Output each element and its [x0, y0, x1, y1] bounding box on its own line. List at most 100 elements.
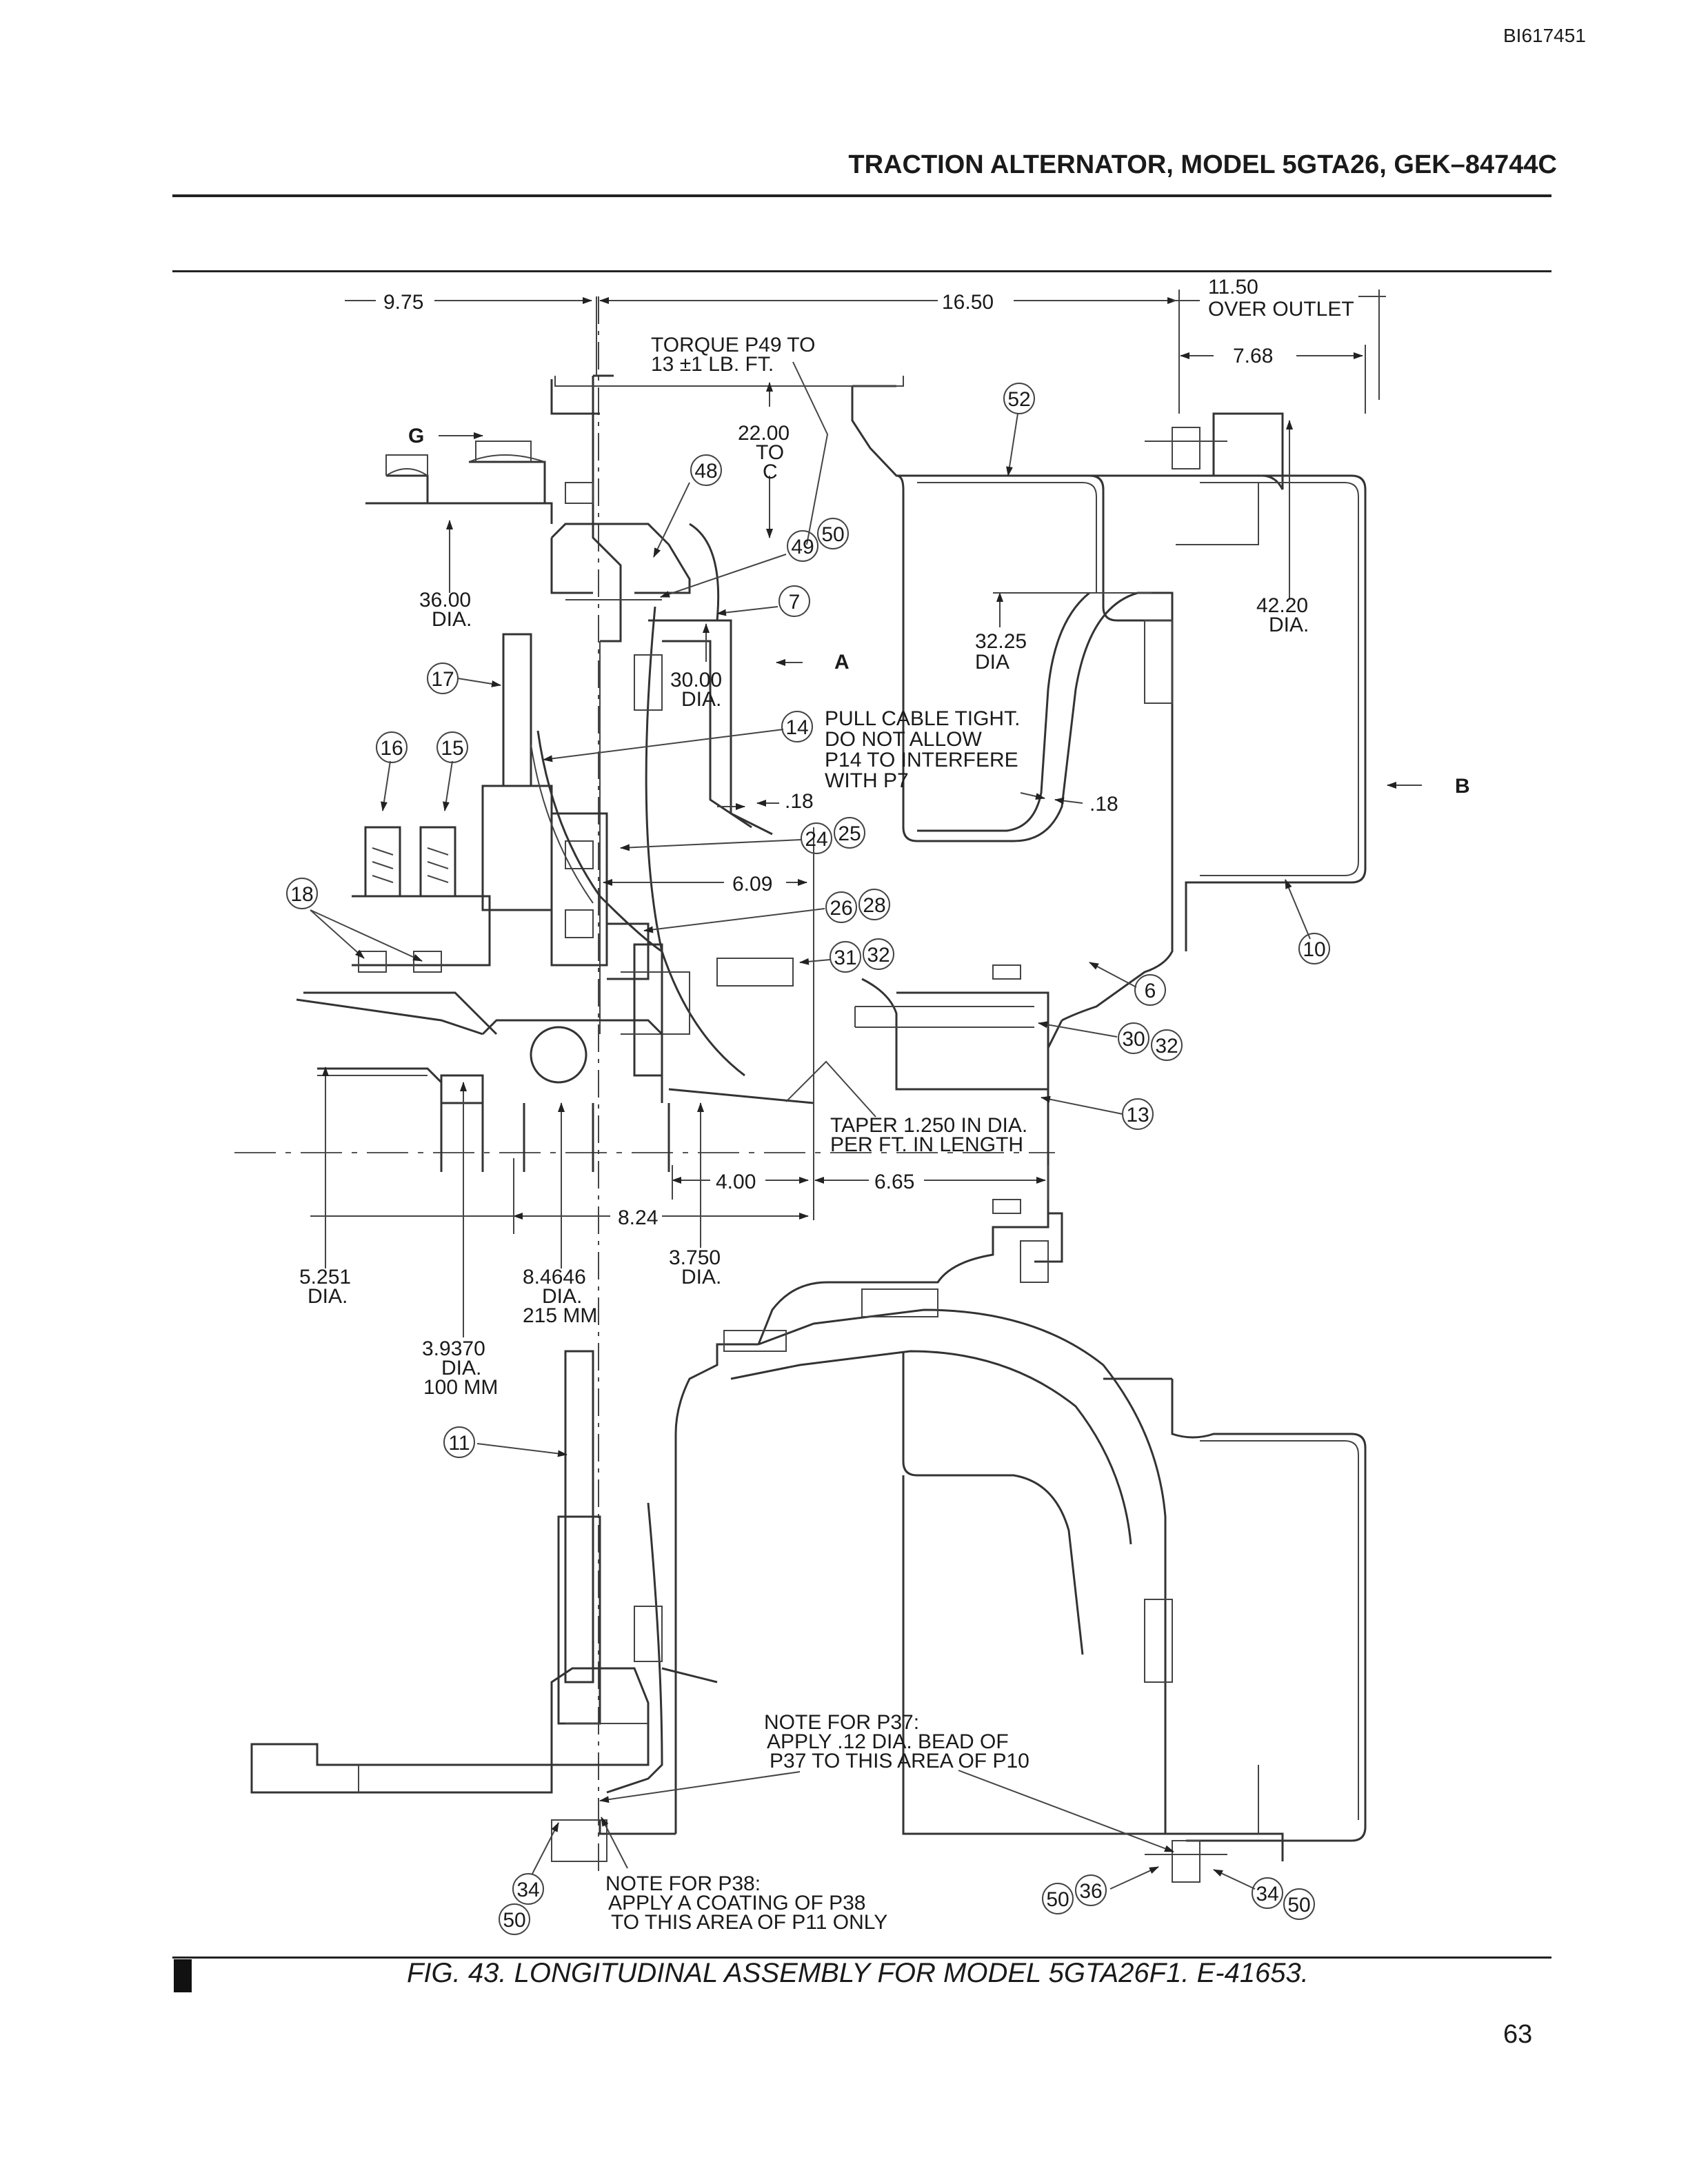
taper-note-line2: PER FT. IN LENGTH	[830, 1133, 1023, 1156]
svg-text:49: 49	[791, 536, 814, 558]
callout-6: 6	[1134, 974, 1166, 1006]
p38-note-line1: NOTE FOR P38:	[605, 1872, 761, 1895]
dim-22-00-to: TO	[756, 441, 784, 464]
dim-8-4646-dia: DIA.	[542, 1285, 582, 1308]
pull-cable-note-line4: WITH P7	[825, 769, 909, 792]
svg-text:48: 48	[694, 460, 717, 483]
callout-30: 30	[1118, 1022, 1149, 1054]
view-label-g: G	[408, 425, 424, 447]
callout-leaders	[310, 413, 1311, 1890]
dim-30-00: 30.00	[670, 669, 722, 691]
pull-cable-note-line2: DO NOT ALLOW	[825, 728, 983, 751]
svg-text:32: 32	[1155, 1035, 1178, 1058]
callout-34-right: 34	[1252, 1877, 1283, 1909]
svg-text:6: 6	[1145, 980, 1156, 1002]
svg-text:25: 25	[838, 822, 861, 845]
dim-6-09: 6.09	[732, 873, 772, 896]
dim-4-00: 4.00	[716, 1171, 756, 1193]
dim-6-65: 6.65	[874, 1171, 914, 1193]
drawing-notes: TORQUE P49 TO 13 ±1 LB. FT. PULL CABLE T…	[605, 334, 1029, 1934]
dim-11-50: 11.50	[1208, 276, 1258, 299]
document-id: BI617451	[1503, 25, 1586, 46]
callout-10: 10	[1298, 933, 1330, 964]
dim-3-750-dia: DIA.	[681, 1266, 721, 1288]
taper-note-line1: TAPER 1.250 IN DIA.	[830, 1114, 1027, 1137]
dim-22-00: 22.00	[738, 422, 790, 445]
page-number: 63	[1503, 2020, 1533, 2049]
svg-text:7: 7	[789, 591, 801, 614]
callout-36: 36	[1075, 1874, 1107, 1906]
figure-caption: FIG. 43. LONGITUDINAL ASSEMBLY FOR MODEL…	[407, 1958, 1309, 1988]
dim-5-251-dia: DIA.	[308, 1285, 348, 1308]
dim-8-24: 8.24	[618, 1206, 658, 1229]
callout-50-left: 50	[499, 1903, 530, 1935]
dim-8-4646-mm: 215 MM	[523, 1304, 597, 1327]
callout-18: 18	[286, 878, 318, 909]
callout-26: 26	[825, 891, 857, 923]
view-labels: G A B	[408, 425, 1470, 798]
callout-14: 14	[781, 711, 813, 742]
callout-11: 11	[443, 1426, 475, 1458]
callout-32: 32	[863, 938, 894, 970]
torque-note-line2: 13 ±1 LB. FT.	[651, 353, 774, 376]
p38-note-line2: APPLY A COATING OF P38	[608, 1892, 865, 1914]
callout-15: 15	[436, 731, 468, 763]
callout-24: 24	[801, 822, 832, 854]
svg-text:36: 36	[1079, 1880, 1102, 1903]
callout-49: 49	[787, 530, 818, 562]
pull-cable-note-line1: PULL CABLE TIGHT.	[825, 707, 1020, 730]
callout-13: 13	[1122, 1098, 1154, 1130]
svg-text:26: 26	[830, 897, 852, 920]
dim-36-00-dia: DIA.	[432, 608, 472, 631]
svg-text:14: 14	[785, 716, 808, 739]
dim-8-4646: 8.4646	[523, 1266, 586, 1288]
figure-bottom-rule	[172, 1957, 1551, 1959]
svg-text:15: 15	[441, 737, 463, 760]
svg-text:34: 34	[516, 1879, 539, 1901]
dim-3-9370-dia: DIA.	[441, 1357, 481, 1379]
p37-note-line3: P37 TO THIS AREA OF P10	[770, 1750, 1029, 1772]
drawing-linework	[234, 296, 1367, 1883]
callout-17: 17	[427, 663, 459, 694]
dim-3-9370-mm: 100 MM	[423, 1376, 498, 1399]
svg-text:52: 52	[1007, 388, 1030, 411]
svg-text:30: 30	[1122, 1028, 1145, 1051]
change-bar-marker	[174, 1959, 192, 1992]
p37-note-line2: APPLY .12 DIA. BEAD OF	[767, 1730, 1009, 1753]
svg-text:16: 16	[380, 737, 403, 760]
dim-9-75: 9.75	[383, 291, 423, 314]
view-label-b: B	[1455, 775, 1470, 798]
svg-text:10: 10	[1303, 938, 1325, 961]
callout-28: 28	[858, 889, 890, 920]
item-callouts: 52 48 49 50 7 17 16 15 14 24 25 18 26 28…	[286, 383, 1330, 1935]
svg-text:34: 34	[1256, 1883, 1278, 1905]
svg-text:17: 17	[431, 668, 454, 691]
svg-text:11: 11	[448, 1432, 470, 1455]
dim-5-251: 5.251	[299, 1266, 351, 1288]
dimension-lines	[310, 290, 1386, 1869]
dim-0-18-left: .18	[785, 790, 814, 813]
svg-text:28: 28	[863, 894, 885, 917]
callout-50-right-b: 50	[1283, 1888, 1315, 1920]
svg-text:32: 32	[867, 944, 890, 967]
header-rule	[172, 194, 1551, 197]
dim-32-25: 32.25	[975, 630, 1027, 653]
p38-note-line3: TO THIS AREA OF P11 ONLY	[611, 1911, 887, 1934]
figure-top-rule	[172, 270, 1551, 272]
dimension-labels: 9.75 16.50 11.50 OVER OUTLET 7.68 22.00 …	[299, 276, 1354, 1399]
callout-50: 50	[817, 518, 849, 549]
dim-16-50: 16.50	[942, 291, 994, 314]
pull-cable-note-line3: P14 TO INTERFERE	[825, 749, 1018, 771]
dim-22-00-centerline: C	[763, 461, 778, 483]
svg-text:18: 18	[290, 883, 313, 906]
callout-32-lower: 32	[1151, 1029, 1183, 1061]
svg-text:50: 50	[1046, 1888, 1069, 1911]
svg-text:31: 31	[834, 947, 856, 969]
view-label-a: A	[834, 651, 850, 674]
dim-42-20: 42.20	[1256, 594, 1308, 617]
svg-text:24: 24	[805, 828, 827, 851]
dim-30-00-dia: DIA.	[681, 688, 721, 711]
svg-text:50: 50	[503, 1909, 525, 1932]
dim-0-18-right: .18	[1089, 793, 1118, 816]
